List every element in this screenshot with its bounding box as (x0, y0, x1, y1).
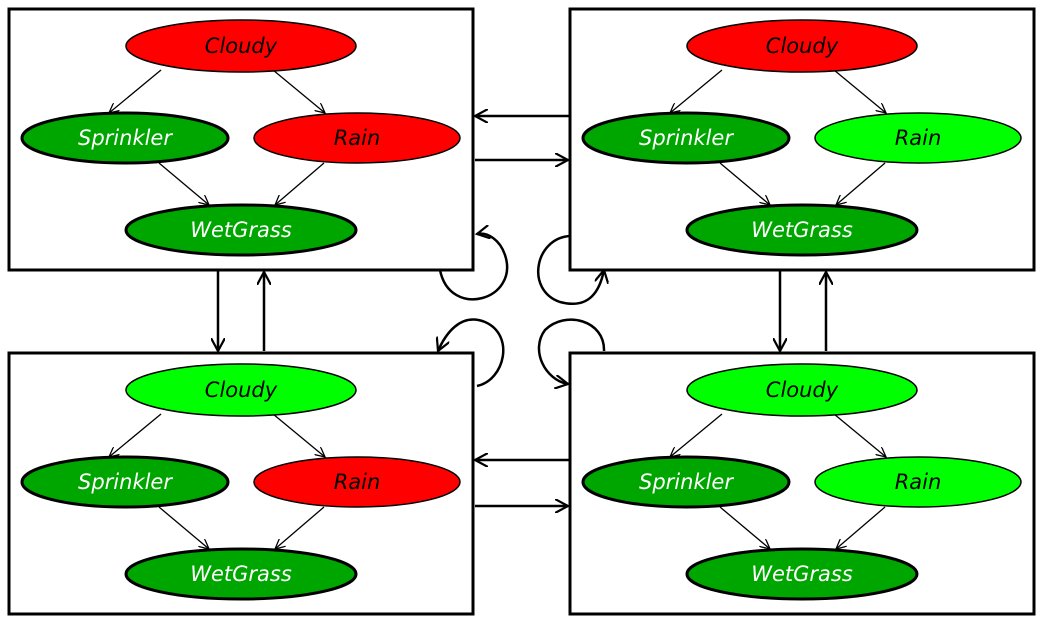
dependency-edge (272, 413, 325, 457)
dependency-edge (836, 162, 886, 205)
dependency-edge (836, 506, 886, 549)
node-label: Cloudy (766, 378, 839, 402)
node-ellipse (814, 456, 1022, 508)
dependency-edge (719, 162, 770, 205)
dependency-edge (275, 506, 325, 549)
node-label: Cloudy (205, 378, 278, 402)
node-ellipse (124, 547, 358, 601)
dependency-edge (719, 506, 770, 549)
node-sprinkler: Sprinkler (581, 455, 791, 509)
node-rain: Rain (253, 112, 461, 164)
node-label: WetGrass (190, 562, 292, 586)
node-label: Sprinkler (639, 470, 734, 494)
node-label: Rain (895, 470, 942, 494)
node-ellipse (686, 363, 918, 417)
node-cloudy: Cloudy (686, 19, 918, 73)
self-loop-arrow-bottom-right (537, 318, 606, 384)
node-ellipse (814, 112, 1022, 164)
node-label: WetGrass (751, 562, 853, 586)
transition-layer (218, 116, 826, 506)
node-label: Sprinkler (639, 126, 734, 150)
node-rain: Rain (253, 456, 461, 508)
dependency-edge (109, 69, 162, 113)
self-loop-arrow-bottom-left (438, 318, 505, 388)
node-ellipse (581, 111, 791, 165)
node-wetgrass: WetGrass (685, 547, 919, 601)
self-loop-arrow-top-left (438, 234, 509, 301)
node-ellipse (125, 19, 357, 73)
dependency-edge (670, 69, 723, 113)
dependency-edge (670, 413, 723, 457)
node-ellipse (124, 203, 358, 257)
node-label: WetGrass (190, 218, 292, 242)
node-label: Sprinkler (78, 470, 173, 494)
dependency-edge (272, 69, 325, 113)
node-rain: Rain (814, 112, 1022, 164)
node-label: Rain (895, 126, 942, 150)
node-label: Rain (334, 126, 381, 150)
node-cloudy: Cloudy (125, 363, 357, 417)
node-label: WetGrass (751, 218, 853, 242)
node-ellipse (686, 19, 918, 73)
node-wetgrass: WetGrass (124, 203, 358, 257)
dependency-edge (109, 413, 162, 457)
node-sprinkler: Sprinkler (20, 111, 230, 165)
node-label: Sprinkler (78, 126, 173, 150)
dependency-edge (833, 413, 886, 457)
node-ellipse (20, 455, 230, 509)
node-sprinkler: Sprinkler (581, 111, 791, 165)
node-label: Rain (334, 470, 381, 494)
node-sprinkler: Sprinkler (20, 455, 230, 509)
node-cloudy: Cloudy (125, 19, 357, 73)
dependency-edge (275, 162, 325, 205)
node-ellipse (253, 112, 461, 164)
node-ellipse (125, 363, 357, 417)
dependency-edge (833, 69, 886, 113)
dependency-edge (158, 162, 209, 205)
node-cloudy: Cloudy (686, 363, 918, 417)
node-ellipse (685, 547, 919, 601)
self-loop-arrow-top-right (536, 234, 604, 305)
node-rain: Rain (814, 456, 1022, 508)
node-wetgrass: WetGrass (124, 547, 358, 601)
dependency-edge (158, 506, 209, 549)
node-label: Cloudy (205, 34, 278, 58)
node-ellipse (20, 111, 230, 165)
node-ellipse (581, 455, 791, 509)
node-ellipse (685, 203, 919, 257)
node-ellipse (253, 456, 461, 508)
node-wetgrass: WetGrass (685, 203, 919, 257)
node-label: Cloudy (766, 34, 839, 58)
